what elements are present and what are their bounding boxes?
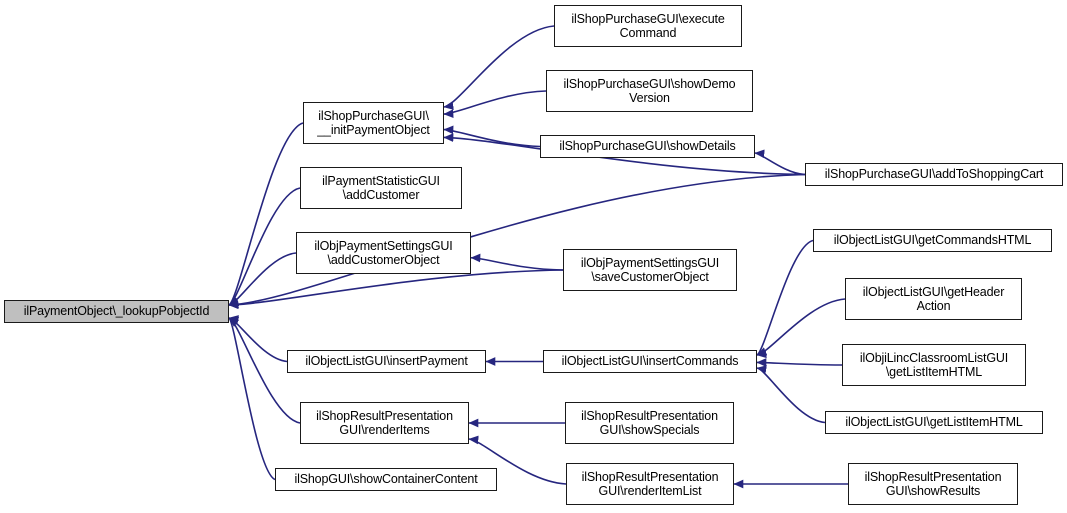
graph-node-showContainerContent[interactable]: ilShopGUI\showContainerContent bbox=[275, 468, 497, 491]
graph-node-addToShoppingCart[interactable]: ilShopPurchaseGUI\addToShoppingCart bbox=[805, 163, 1063, 186]
graph-node-executeCommand[interactable]: ilShopPurchaseGUI\execute Command bbox=[554, 5, 742, 47]
edge-showDetails-to-initPaymentObject bbox=[443, 125, 541, 148]
edge-addCustomer-to-root bbox=[228, 187, 301, 307]
graph-node-saveCustomerObject[interactable]: ilObjPaymentSettingsGUI \saveCustomerObj… bbox=[563, 249, 737, 291]
edge-saveCustomerObject-to-root bbox=[228, 269, 564, 310]
edge-renderItemList-to-renderItems bbox=[468, 435, 567, 485]
edge-executeCommand-to-initPaymentObject bbox=[443, 25, 555, 110]
edge-initPaymentObject-to-root bbox=[228, 122, 304, 306]
graph-node-root[interactable]: ilPaymentObject\_lookupPobjectId bbox=[4, 300, 229, 323]
graph-node-renderItems[interactable]: ilShopResultPresentation GUI\renderItems bbox=[300, 402, 469, 444]
graph-node-showDetails[interactable]: ilShopPurchaseGUI\showDetails bbox=[540, 135, 755, 158]
graph-node-getListItemHTML[interactable]: ilObjectListGUI\getListItemHTML bbox=[825, 411, 1043, 434]
graph-node-getCommandsHTML[interactable]: ilObjectListGUI\getCommandsHTML bbox=[813, 229, 1052, 252]
graph-node-getHeaderAction[interactable]: ilObjectListGUI\getHeader Action bbox=[845, 278, 1022, 320]
edge-showDemoVersion-to-initPaymentObject bbox=[443, 90, 547, 118]
graph-node-renderItemList[interactable]: ilShopResultPresentation GUI\renderItemL… bbox=[566, 463, 734, 505]
graph-node-showResults[interactable]: ilShopResultPresentation GUI\showResults bbox=[848, 463, 1018, 505]
graph-node-showDemoVersion[interactable]: ilShopPurchaseGUI\showDemo Version bbox=[546, 70, 753, 112]
edge-getCommandsHTML-to-insertCommands bbox=[756, 239, 814, 356]
graph-node-insertCommands[interactable]: ilObjectListGUI\insertCommands bbox=[543, 350, 757, 373]
edge-showContainerContent-to-root bbox=[228, 317, 276, 481]
edge-getListItemHTML-to-insertCommands bbox=[756, 365, 826, 424]
graph-node-insertPayment[interactable]: ilObjectListGUI\insertPayment bbox=[287, 350, 486, 373]
graph-node-addCustomerObject[interactable]: ilObjPaymentSettingsGUI \addCustomerObje… bbox=[296, 232, 471, 274]
edge-addToShoppingCart-to-showDetails bbox=[754, 149, 806, 176]
edge-saveCustomerObject-to-addCustomerObject bbox=[470, 253, 564, 271]
edge-iLincGetListItemHTML-to-insertCommands bbox=[756, 358, 843, 367]
graph-node-showSpecials[interactable]: ilShopResultPresentation GUI\showSpecial… bbox=[565, 402, 734, 444]
edge-getHeaderAction-to-insertCommands bbox=[756, 298, 846, 359]
graph-node-iLincGetListItemHTML[interactable]: ilObjiLincClassroomListGUI \getListItemH… bbox=[842, 344, 1026, 386]
graph-node-initPaymentObject[interactable]: ilShopPurchaseGUI\ __initPaymentObject bbox=[303, 102, 444, 144]
graph-node-addCustomer[interactable]: ilPaymentStatisticGUI \addCustomer bbox=[300, 167, 462, 209]
edge-insertPayment-to-root bbox=[228, 315, 288, 363]
